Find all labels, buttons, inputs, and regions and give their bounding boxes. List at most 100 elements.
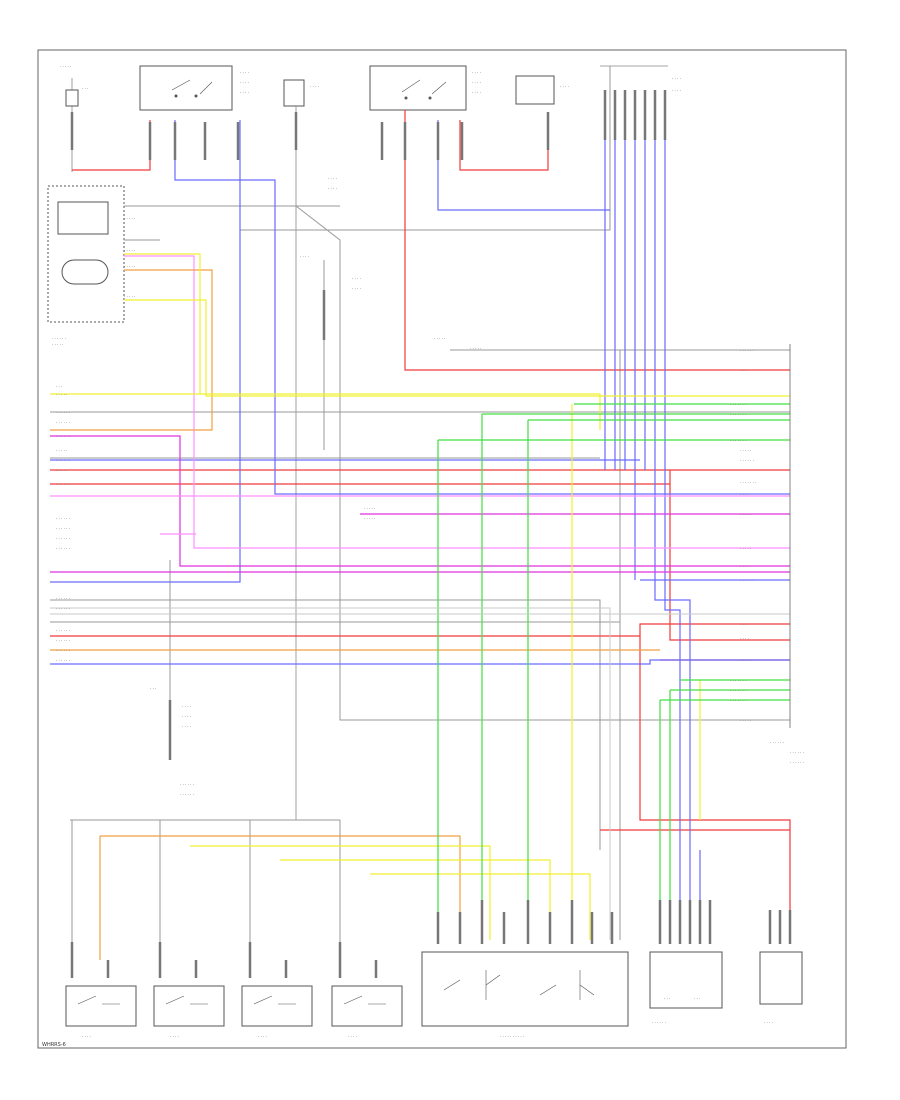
svg-text:· · · · · ·: · · · · · · [52, 336, 66, 341]
svg-text:· · · · · · ·: · · · · · · · [730, 698, 747, 703]
magenta-wires [50, 435, 790, 573]
bottom-pin-stubs [70, 900, 792, 978]
svg-text:· · · · · ·: · · · · · · [56, 658, 70, 663]
svg-text:· · · · · ·: · · · · · · [56, 536, 70, 541]
pink-wires [50, 255, 790, 549]
gray-wires [50, 66, 790, 960]
svg-text:· · · · ·: · · · · · [124, 294, 135, 299]
top-left-fuse: · · · · · · · · [60, 64, 88, 170]
svg-text:· · · ·: · · · · [240, 70, 249, 75]
svg-text:· · · · · ·: · · · · · · [770, 740, 784, 745]
svg-text:· · · · ·: · · · · · [434, 336, 445, 341]
svg-text:· · · ·: · · · · [672, 88, 681, 93]
center-labels: · · · · · · · · · · · · · · · · · · · · … [150, 176, 481, 797]
svg-text:· · · ·: · · · · [472, 80, 481, 85]
red-wires [50, 110, 791, 940]
svg-text:· · · · · ·: · · · · · · [56, 526, 70, 531]
svg-text:· · · · ·: · · · · · [124, 248, 135, 253]
svg-text:· · · ·: · · · · [170, 1034, 179, 1039]
svg-text:· · · ·: · · · · [472, 90, 481, 95]
svg-text:· · · · · · ·: · · · · · · · [730, 402, 747, 407]
svg-text:· · · · ·: · · · · · [364, 506, 375, 511]
svg-text:· · · · · · ·: · · · · · · · [740, 480, 757, 485]
svg-text:· · · · · ·: · · · · · · [790, 760, 804, 765]
svg-text:· · · ·: · · · · [258, 1034, 267, 1039]
svg-text:· · · · · ·: · · · · · · [180, 782, 194, 787]
svg-text:· · · ·: · · · · [764, 1020, 773, 1025]
top-right-connector: · · · · · · · · [600, 65, 681, 93]
sensor-unit: · · · · [759, 951, 803, 1025]
orange-wires [50, 269, 660, 960]
svg-text:· · · ·: · · · · [240, 90, 249, 95]
svg-text:· · · · · ·: · · · · · · [56, 420, 70, 425]
svg-text:· · · ·: · · · · [740, 636, 749, 641]
switch-1: · · · · [65, 985, 137, 1039]
right-connector-labels: · · · · · · · · · · · · · · · · · · · · … [730, 348, 804, 765]
svg-text:· · · ·: · · · · [740, 492, 749, 497]
switch-2: · · · · [153, 985, 225, 1039]
instrument-cluster: · · · · · · · · · · · [47, 185, 125, 347]
svg-text:· · · ·: · · · · [352, 286, 361, 291]
svg-text:· · · · · ·: · · · · · · [56, 596, 70, 601]
svg-text:· · · · · ·: · · · · · · [740, 348, 754, 353]
switch-4: · · · · [331, 985, 403, 1039]
svg-text:· · · · · · · · · ·: · · · · · · · · · · [500, 1034, 524, 1039]
svg-text:· · · · · ·: · · · · · · [56, 648, 70, 653]
lightgray-wires [50, 607, 790, 940]
svg-text:· · · ·: · · · · [182, 714, 191, 719]
svg-text:· · · · ·: · · · · · [56, 448, 67, 453]
svg-text:· · · · · ·: · · · · · · [740, 458, 754, 463]
svg-text:· · · · ·: · · · · · [364, 516, 375, 521]
svg-text:· · · · · ·: · · · · · · [740, 578, 754, 583]
fuse-2: · · · · [283, 79, 319, 820]
svg-text:· · · · · · ·: · · · · · · · [730, 412, 747, 417]
relay-1: · · · · · · · · · · · · [139, 65, 249, 111]
svg-text:· · · ·: · · · · [328, 176, 337, 181]
svg-text:· · · · · ·: · · · · · · [56, 410, 70, 415]
svg-text:· · ·: · · · [740, 368, 746, 373]
svg-text:· · · · ·: · · · · · [470, 346, 481, 351]
svg-text:· · · · · ·: · · · · · · [180, 792, 194, 797]
svg-text:· · · · ·: · · · · · [60, 64, 71, 69]
svg-text:· · · · ·: · · · · · [52, 342, 63, 347]
svg-text:· · · · · ·: · · · · · · [56, 434, 70, 439]
svg-text:· · · · · · ·: · · · · · · · [730, 688, 747, 693]
svg-text:· · · · ·: · · · · · [56, 468, 67, 473]
blue-wires [50, 120, 790, 940]
diode-box: · · · · [515, 75, 569, 105]
svg-text:· · ·: · · · [664, 996, 670, 1001]
svg-text:· · · · ·: · · · · · [740, 658, 751, 663]
footer-code: WHRRS-6 [42, 1042, 66, 1048]
svg-text:· · ·: · · · [694, 996, 700, 1001]
svg-text:· · · · ·: · · · · · [56, 392, 67, 397]
top-pin-stubs [70, 90, 667, 760]
svg-text:· · · · ·: · · · · · [740, 546, 751, 551]
svg-text:· · · · ·: · · · · · [740, 448, 751, 453]
svg-text:· · · · · ·: · · · · · · [790, 750, 804, 755]
svg-text:· · · · · · ·: · · · · · · · [730, 678, 747, 683]
svg-text:· · · · ·: · · · · · [740, 512, 751, 517]
svg-text:· · ·: · · · [150, 686, 156, 691]
svg-text:· · · · · ·: · · · · · · [56, 546, 70, 551]
svg-text:· · · ·: · · · · [182, 704, 191, 709]
svg-text:· · ·: · · · [56, 384, 62, 389]
switch-3: · · · · [241, 985, 313, 1039]
svg-text:· · · ·: · · · · [348, 1034, 357, 1039]
svg-text:· · · · · ·: · · · · · · [56, 482, 70, 487]
svg-text:· · ·: · · · [82, 86, 88, 91]
svg-text:· · · · · ·: · · · · · · [56, 516, 70, 521]
relay-2: · · · · · · · · · · · · [369, 65, 481, 111]
svg-text:· · · ·: · · · · [182, 724, 191, 729]
svg-text:· · · · · · ·: · · · · · · · [730, 438, 747, 443]
svg-text:· · · ·: · · · · [740, 564, 749, 569]
svg-text:· · · · · ·: · · · · · · [56, 458, 70, 463]
svg-text:· · · ·: · · · · [672, 76, 681, 81]
svg-text:· · · · · ·: · · · · · · [56, 638, 70, 643]
svg-text:· · · · · ·: · · · · · · [56, 628, 70, 633]
svg-text:· · · ·: · · · · [472, 70, 481, 75]
yellow-wires [50, 253, 790, 940]
left-connector-labels: · · · · · · · · · · · · · · · · · · · · … [56, 216, 135, 663]
svg-text:· · · · · ·: · · · · · · [652, 1020, 666, 1025]
diagram-border [37, 49, 847, 1049]
